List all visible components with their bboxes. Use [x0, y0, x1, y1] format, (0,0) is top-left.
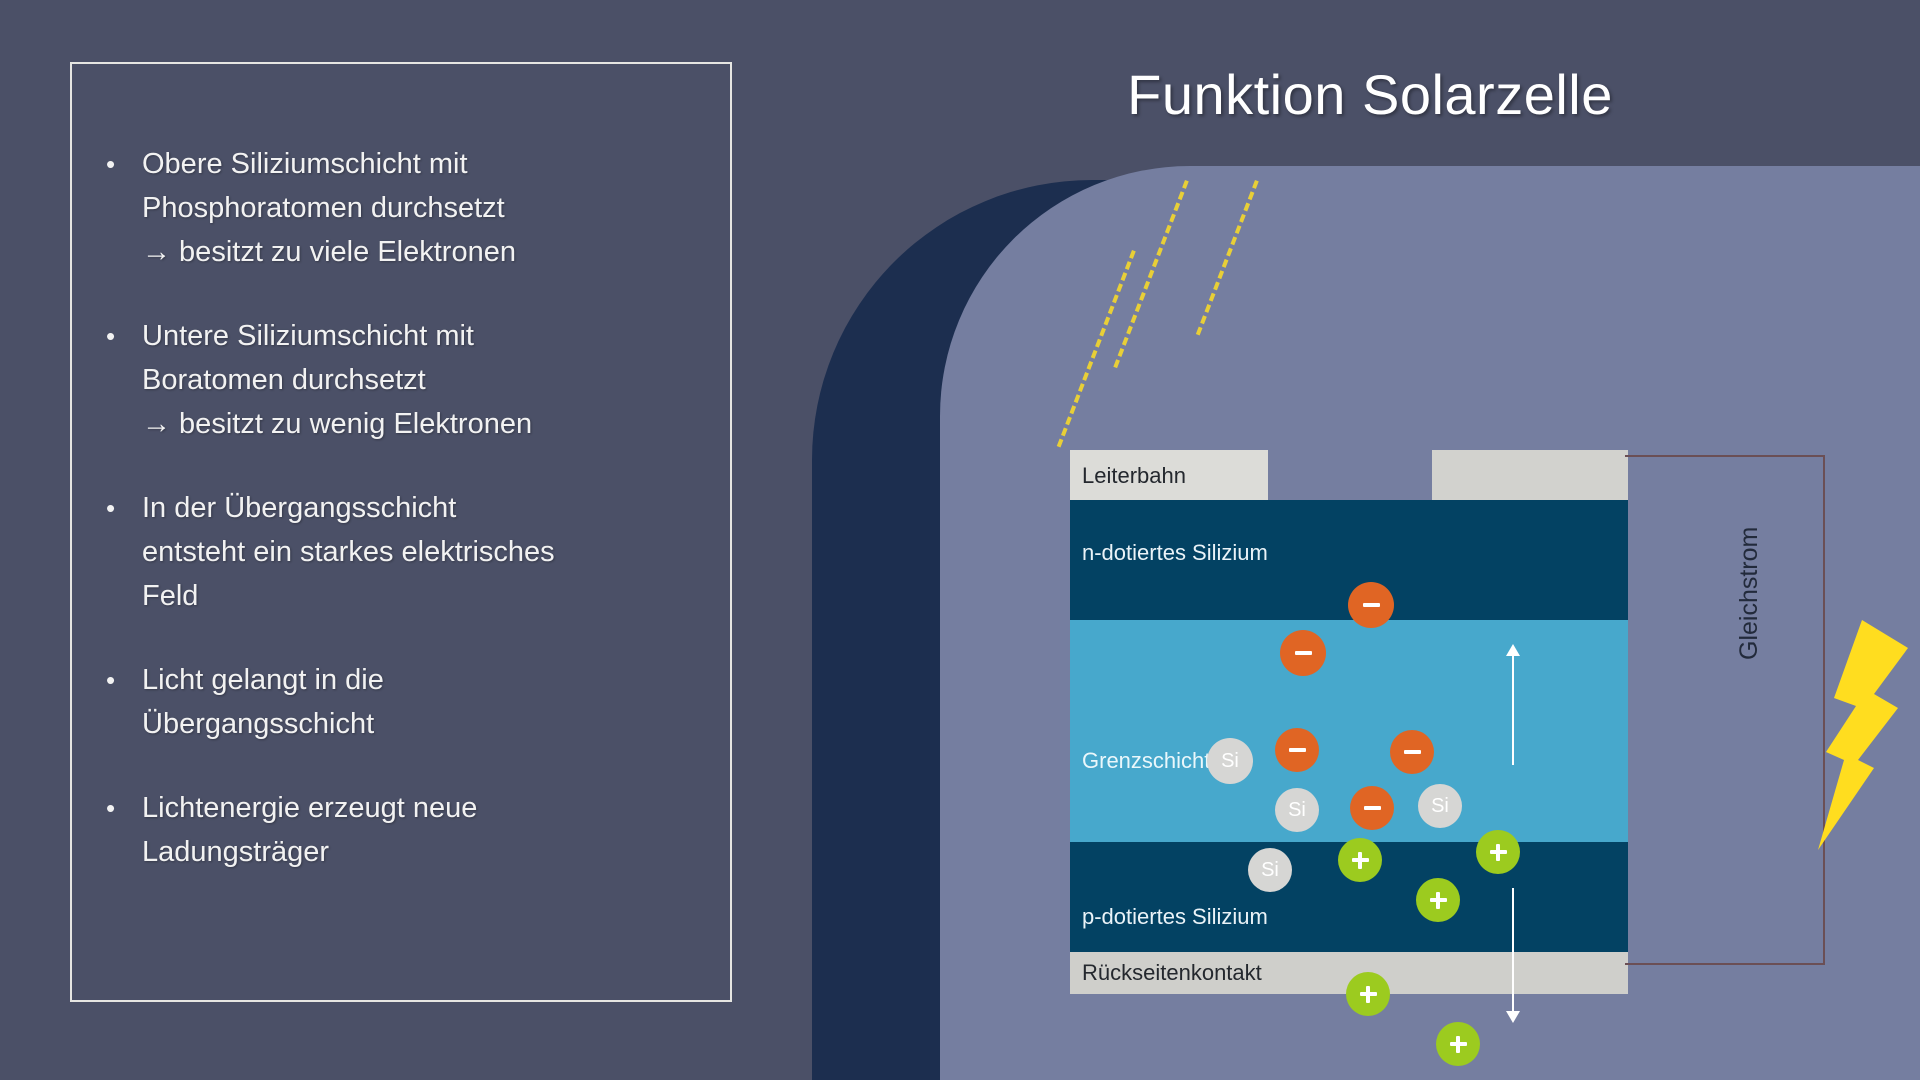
- electron-particle: [1348, 582, 1394, 628]
- silicon-atom: Si: [1248, 848, 1292, 892]
- list-item-label: Licht gelangt in die Übergangsschicht: [142, 664, 384, 740]
- silicon-atom: Si: [1207, 738, 1253, 784]
- boundary-layer-label: Grenzschicht: [1082, 748, 1211, 773]
- n-doped-silicon-label: n-dotiertes Silizium: [1082, 540, 1268, 565]
- lightning-bolt-icon: [1800, 620, 1910, 850]
- back-contact-label: Rückseitenkontakt: [1082, 960, 1262, 985]
- list-item-label: Untere Siliziumschicht mit Boratomen dur…: [142, 320, 533, 440]
- list-item: • Lichtenergie erzeugt neue Ladungsträger: [96, 786, 696, 874]
- hole-particle: [1436, 1022, 1480, 1066]
- hole-particle: [1338, 838, 1382, 882]
- electron-particle: [1350, 786, 1394, 830]
- list-item-label: Obere Siliziumschicht mit Phosphoratomen…: [142, 148, 516, 268]
- electron-particle: [1390, 730, 1434, 774]
- solar-cell-diagram: Leiterbahn n-dotiertes Silizium Grenzsch…: [1056, 180, 1628, 1066]
- page-title: Funktion Solarzelle: [1127, 63, 1613, 126]
- conductor-track-left: Leiterbahn: [1070, 450, 1268, 500]
- bullet-dot-icon: •: [106, 793, 116, 823]
- bullet-textbox: • Obere Siliziumschicht mit Phosphoratome…: [70, 62, 732, 1002]
- bullet-dot-icon: •: [106, 493, 116, 523]
- hole-particle: [1476, 830, 1520, 874]
- hole-particle: [1416, 878, 1460, 922]
- bullet-dot-icon: •: [106, 665, 116, 695]
- conductor-track-right: [1432, 450, 1628, 500]
- bullet-dot-icon: •: [106, 321, 116, 351]
- bullet-dot-icon: •: [106, 149, 116, 179]
- list-item: • Licht gelangt in die Übergangsschicht: [96, 658, 696, 746]
- electron-drift-arrow: [1506, 644, 1520, 765]
- p-doped-silicon-label: p-dotiertes Silizium: [1082, 904, 1268, 929]
- hole-drift-arrow: [1506, 888, 1520, 1023]
- conductor-track-label: Leiterbahn: [1082, 463, 1186, 488]
- silicon-atom: Si: [1418, 784, 1462, 828]
- back-contact-layer: Rückseitenkontakt: [1070, 952, 1628, 994]
- silicon-atom: Si: [1275, 788, 1319, 832]
- list-item: • Obere Siliziumschicht mit Phosphoratome…: [96, 142, 696, 274]
- electron-particle: [1280, 630, 1326, 676]
- boundary-layer: Grenzschicht: [1070, 620, 1628, 842]
- bullet-list: • Obere Siliziumschicht mit Phosphoratome…: [96, 142, 696, 874]
- direct-current-label: Gleichstrom: [1735, 526, 1763, 660]
- list-item-label: In der Übergangsschicht entsteht ein sta…: [142, 492, 555, 612]
- hole-particle: [1346, 972, 1390, 1016]
- list-item-label: Lichtenergie erzeugt neue Ladungsträger: [142, 792, 478, 868]
- list-item: • Untere Siliziumschicht mit Boratomen du…: [96, 314, 696, 446]
- list-item: • In der Übergangsschicht entsteht ein st…: [96, 486, 696, 618]
- electron-particle: [1275, 728, 1319, 772]
- external-circuit-wire: [1625, 455, 1825, 965]
